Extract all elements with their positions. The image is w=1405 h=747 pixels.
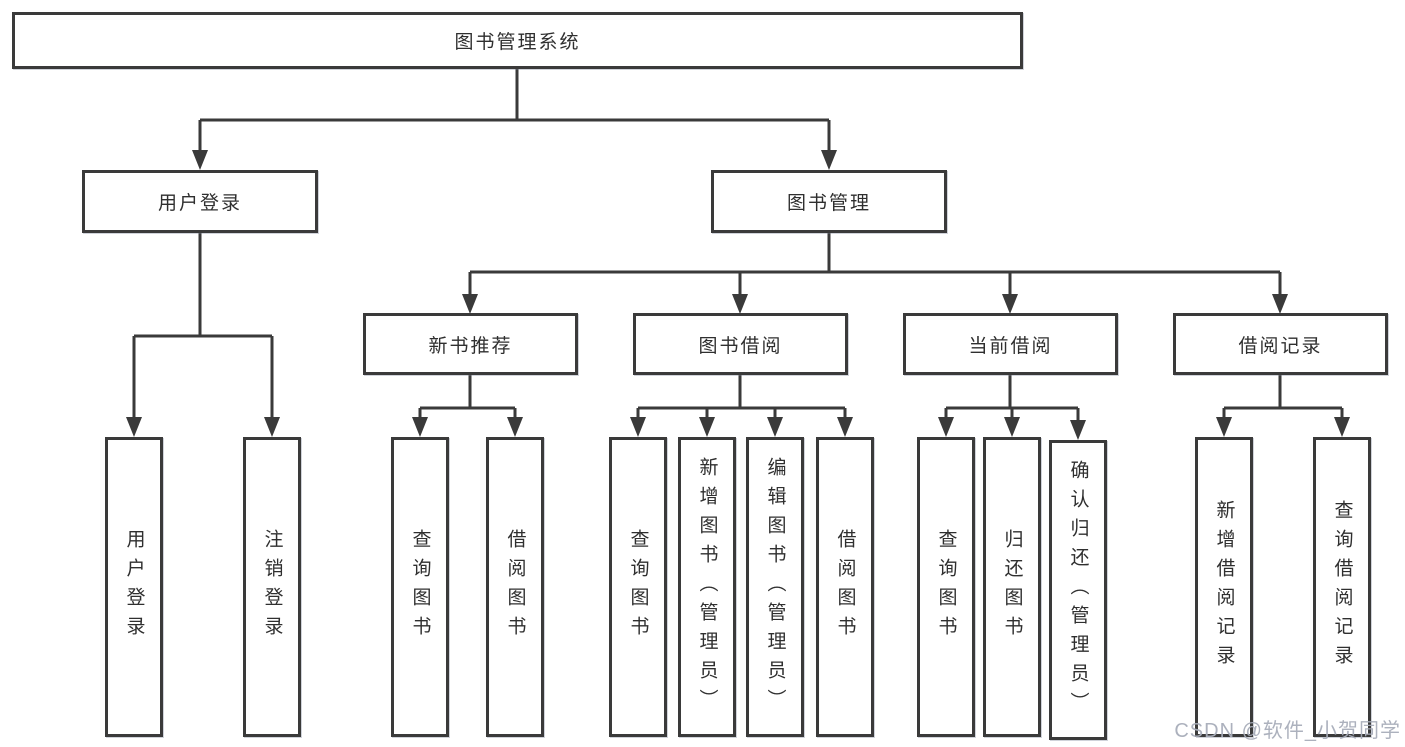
node-book-management: 图书管理 — [711, 170, 947, 233]
node-root: 图书管理系统 — [12, 12, 1023, 69]
node-new-book-recommend: 新书推荐 — [363, 313, 578, 375]
node-user-login: 用户登录 — [82, 170, 318, 233]
leaf-recommend-query-books: 查询图书 — [391, 437, 449, 737]
leaf-user-login: 用户登录 — [105, 437, 163, 737]
leaf-records-query: 查询借阅记录 — [1313, 437, 1371, 737]
leaf-borrow-query-books: 查询图书 — [609, 437, 667, 737]
leaf-current-return-books: 归还图书 — [983, 437, 1041, 737]
leaf-records-add: 新增借阅记录 — [1195, 437, 1253, 737]
leaf-borrow-edit-books-admin: 编辑图书（管理员） — [746, 437, 804, 737]
leaf-borrow-borrow-books: 借阅图书 — [816, 437, 874, 737]
leaf-recommend-borrow-books: 借阅图书 — [486, 437, 544, 737]
leaf-borrow-add-books-admin: 新增图书（管理员） — [678, 437, 736, 737]
node-book-borrow: 图书借阅 — [633, 313, 848, 375]
leaf-current-confirm-return-admin: 确认归还（管理员） — [1049, 440, 1107, 740]
leaf-current-query-books: 查询图书 — [917, 437, 975, 737]
node-current-borrow: 当前借阅 — [903, 313, 1118, 375]
node-borrow-records: 借阅记录 — [1173, 313, 1388, 375]
arrowheads — [126, 150, 1350, 440]
connector-paths — [132, 69, 1344, 423]
watermark: CSDN @软件_小贺同学 — [1174, 720, 1401, 742]
leaf-logout: 注销登录 — [243, 437, 301, 737]
